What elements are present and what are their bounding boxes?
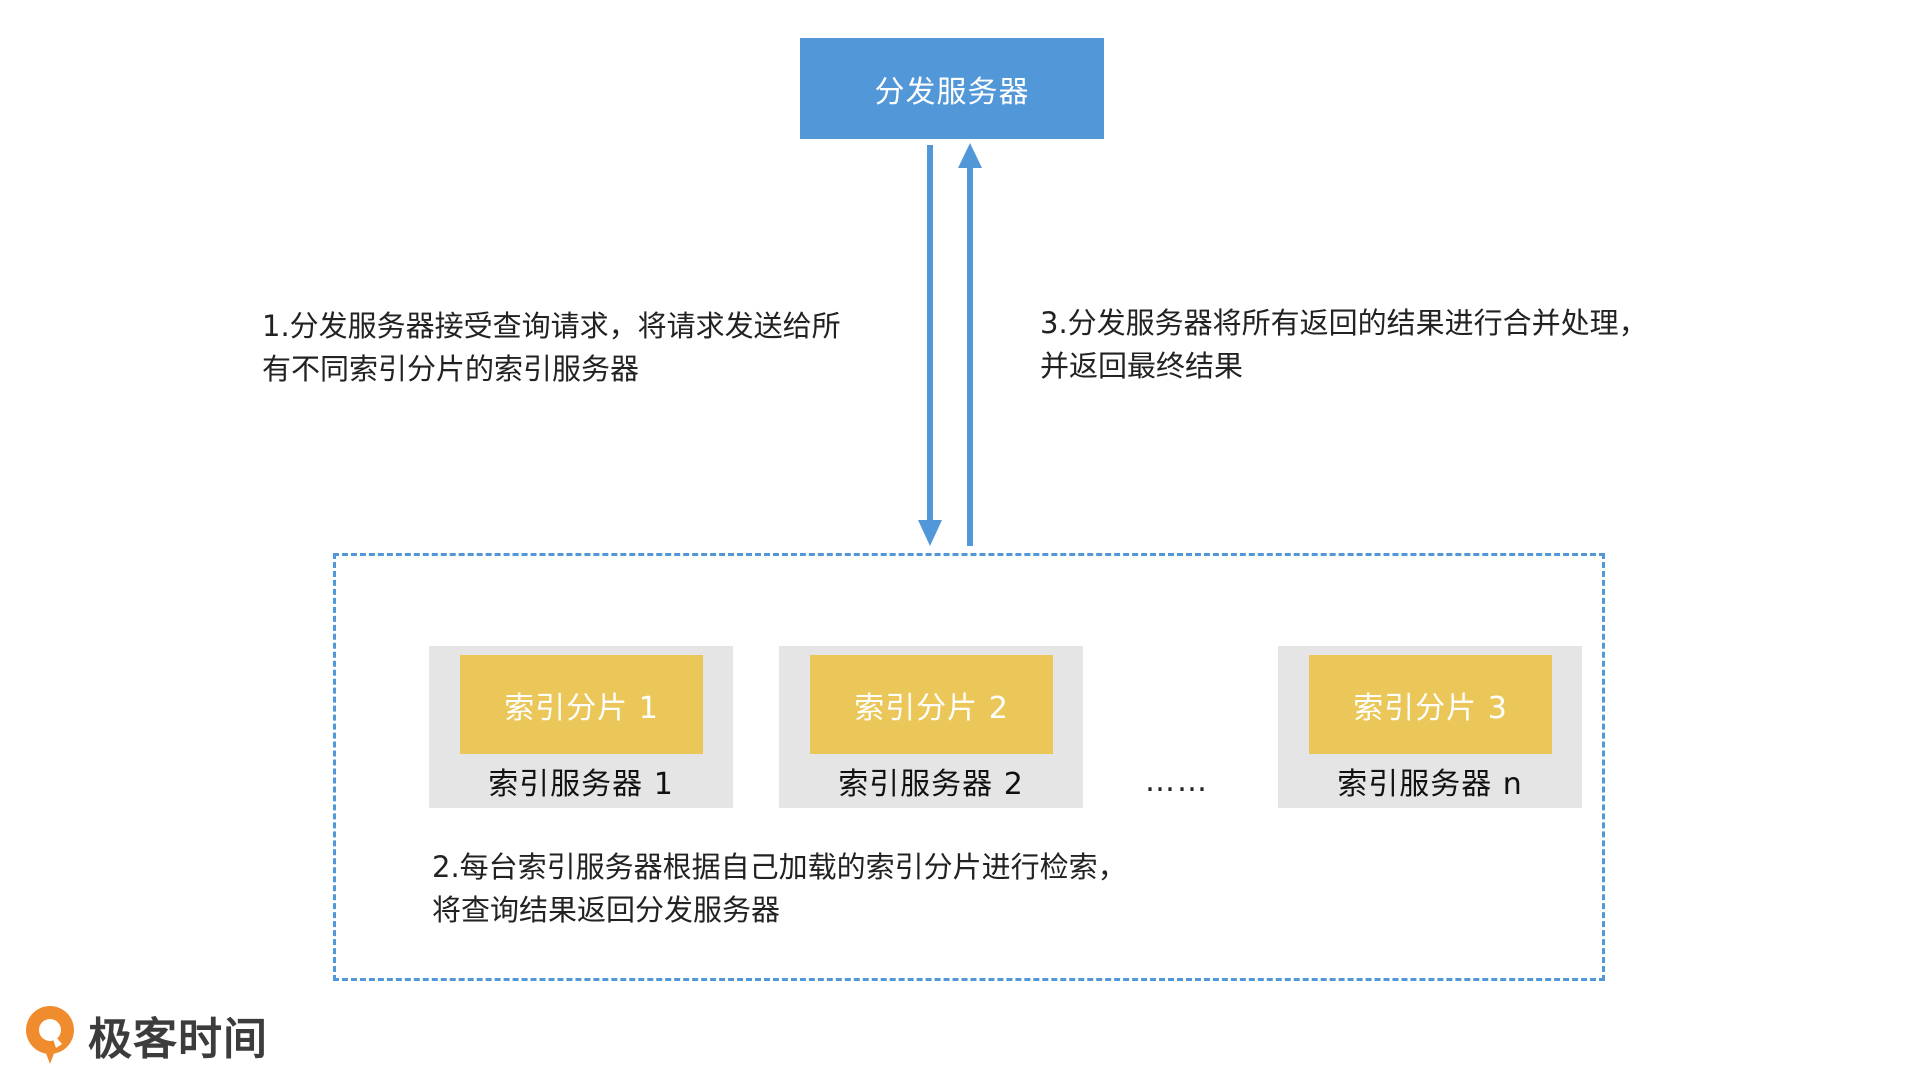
more-servers-ellipsis: …… xyxy=(1145,764,1209,799)
step3-line1: 3.分发服务器将所有返回的结果进行合并处理， xyxy=(1040,306,1648,340)
step1-line2: 有不同索引分片的索引服务器 xyxy=(262,352,640,386)
step2-note: 2.每台索引服务器根据自己加载的索引分片进行检索， 将查询结果返回分发服务器 xyxy=(432,846,1127,932)
index-server-2: 索引分片 2 索引服务器 2 xyxy=(779,646,1083,808)
geektime-logo: 极客时间 xyxy=(22,1000,268,1070)
logo-text: 极客时间 xyxy=(88,1014,268,1065)
index-shard-3: 索引分片 3 xyxy=(1309,655,1552,754)
up-arrow xyxy=(958,143,982,546)
index-shard-1-label: 索引分片 1 xyxy=(504,690,659,726)
index-server-n-label: 索引服务器 n xyxy=(1337,767,1523,802)
step3-note: 3.分发服务器将所有返回的结果进行合并处理， 并返回最终结果 xyxy=(1040,302,1648,388)
step1-note: 1.分发服务器接受查询请求，将请求发送给所 有不同索引分片的索引服务器 xyxy=(262,305,841,391)
step2-line1: 2.每台索引服务器根据自己加载的索引分片进行检索， xyxy=(432,850,1127,884)
index-server-2-label: 索引服务器 2 xyxy=(838,767,1024,802)
index-shard-3-label: 索引分片 3 xyxy=(1353,690,1508,726)
dispatch-server-label: 分发服务器 xyxy=(874,74,1030,110)
step2-line2: 将查询结果返回分发服务器 xyxy=(432,893,781,927)
dispatch-server-box: 分发服务器 xyxy=(800,38,1104,139)
down-arrow xyxy=(918,145,942,546)
index-shard-1: 索引分片 1 xyxy=(460,655,703,754)
step1-line1: 1.分发服务器接受查询请求，将请求发送给所 xyxy=(262,309,841,343)
index-shard-2-label: 索引分片 2 xyxy=(854,690,1009,726)
geektime-logo-icon xyxy=(26,1006,74,1064)
index-server-n: 索引分片 3 索引服务器 n xyxy=(1278,646,1582,808)
index-shard-2: 索引分片 2 xyxy=(810,655,1053,754)
index-server-cluster xyxy=(333,553,1605,981)
index-server-1-label: 索引服务器 1 xyxy=(488,767,674,802)
step3-line2: 并返回最终结果 xyxy=(1040,349,1244,383)
index-server-1: 索引分片 1 索引服务器 1 xyxy=(429,646,733,808)
